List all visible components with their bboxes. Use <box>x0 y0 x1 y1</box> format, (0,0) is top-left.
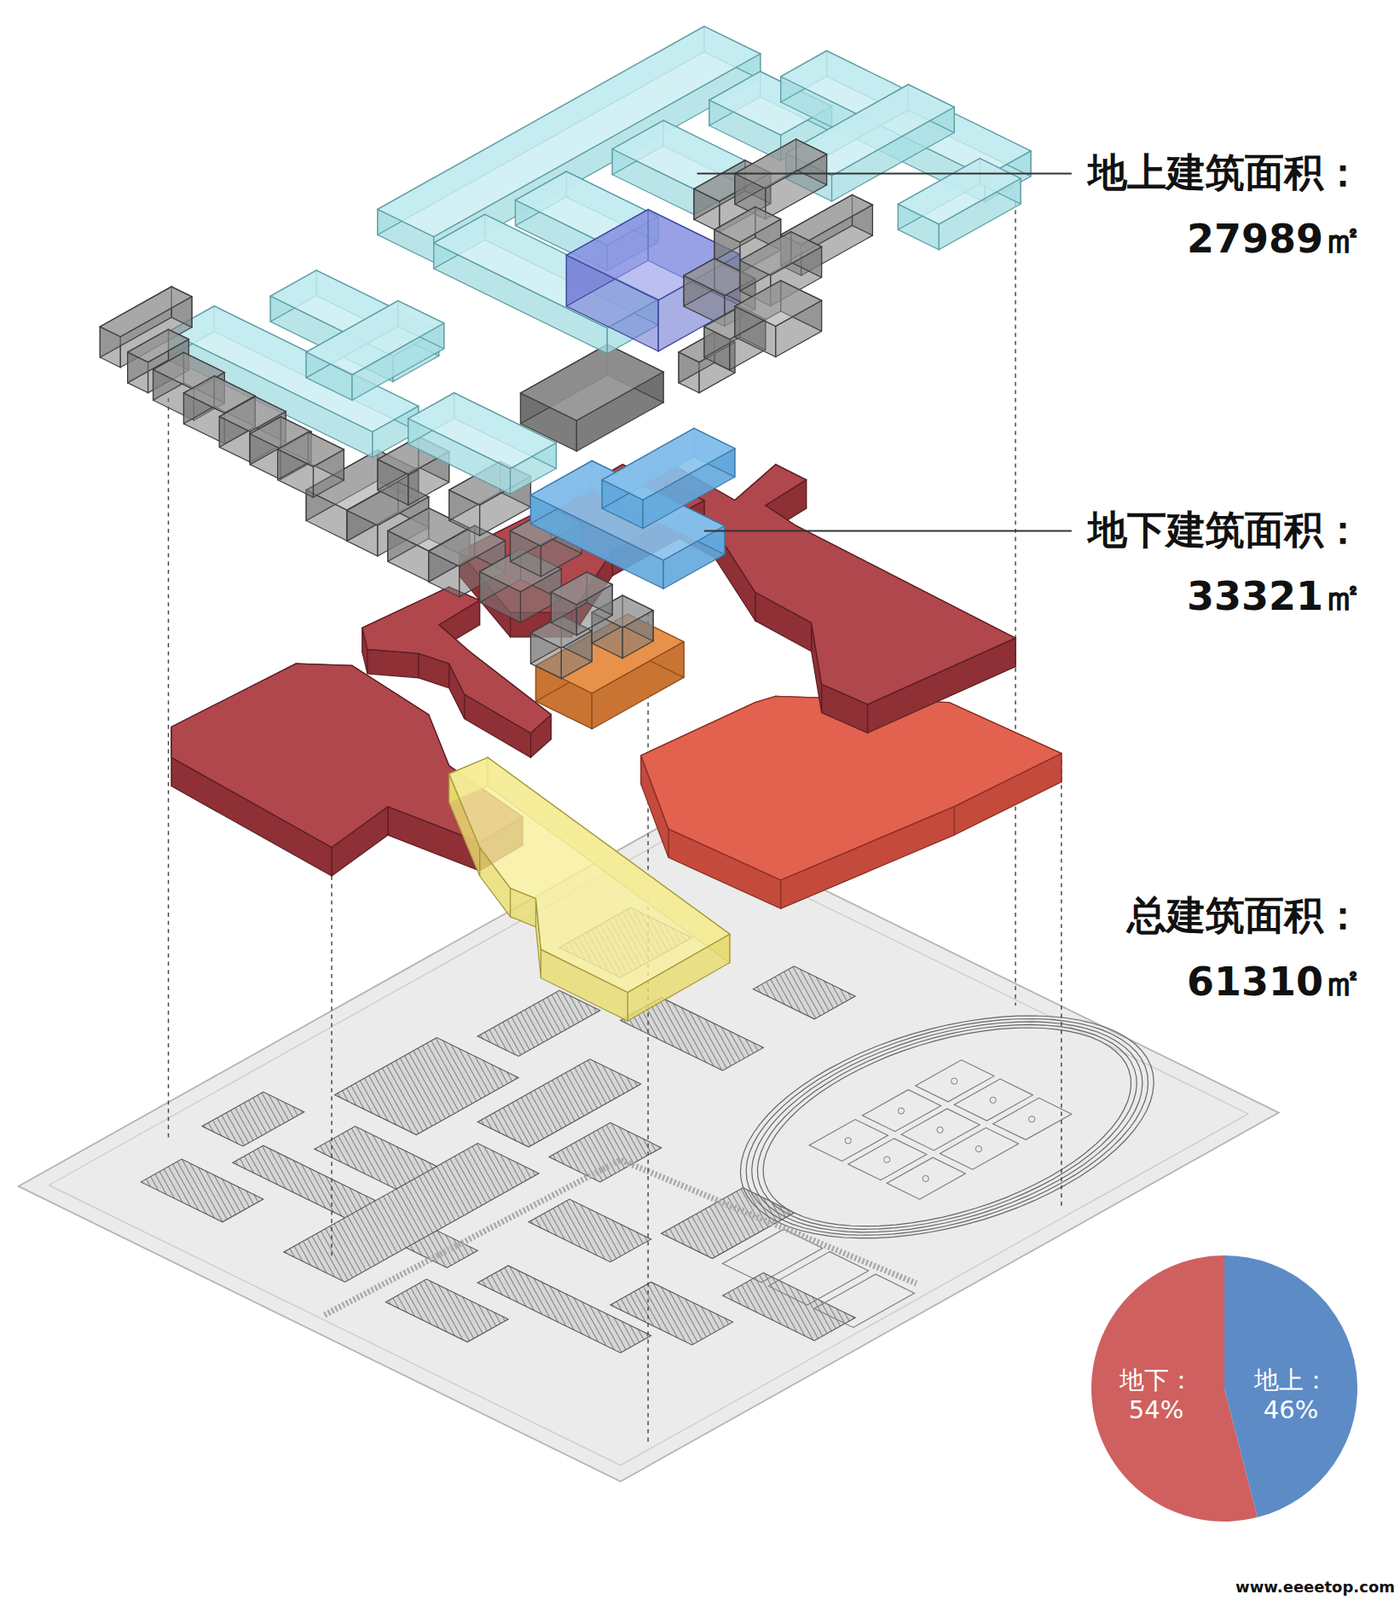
block-top <box>277 432 345 468</box>
sports-court <box>954 1078 1033 1121</box>
sports-court <box>809 1119 888 1162</box>
court-circle <box>989 1096 996 1103</box>
projection-line <box>330 859 332 1256</box>
area-value: 33321㎡ <box>1186 570 1363 624</box>
slice-label: 地上： 46% <box>1254 1365 1329 1425</box>
pie-slice-aboveground: 地上： 46% <box>1091 1255 1358 1522</box>
sports-court <box>939 1127 1019 1169</box>
area-title: 地下建筑面积： <box>1087 503 1363 557</box>
block-top <box>734 280 822 327</box>
block-top <box>734 138 828 189</box>
scene-group <box>18 26 1279 1481</box>
block-top <box>550 572 613 605</box>
court-circle <box>951 1077 958 1084</box>
block-top <box>601 428 735 500</box>
court-circle <box>975 1145 982 1152</box>
sports-court <box>886 1157 966 1199</box>
block-side <box>367 648 419 678</box>
block-top <box>99 286 192 337</box>
plan-building <box>549 1122 662 1182</box>
block-top <box>306 300 445 376</box>
court-circle <box>1029 1116 1036 1123</box>
sports-court <box>768 1251 868 1305</box>
sports-court <box>848 1138 927 1181</box>
running-track <box>763 1027 1131 1227</box>
slice-label: 地下： 54% <box>1119 1365 1194 1425</box>
plan-building <box>477 989 601 1056</box>
slice-shape <box>1224 1255 1358 1517</box>
sports-court <box>901 1108 980 1151</box>
plan-building <box>314 1126 438 1190</box>
plan-building <box>202 1091 305 1146</box>
leader-line <box>697 173 1072 175</box>
court-circle <box>922 1174 929 1181</box>
plan-building <box>477 1058 642 1147</box>
block-top <box>520 344 664 421</box>
projection-line <box>647 612 648 1445</box>
leader-line <box>704 529 1072 532</box>
block-top <box>897 158 1021 225</box>
projection-line <box>1060 760 1062 1210</box>
block-top <box>449 757 730 992</box>
projection-line <box>167 398 169 1139</box>
watermark: www.eeeetop.com <box>1235 1577 1395 1596</box>
sports-court <box>814 1273 915 1327</box>
projection-line <box>1014 193 1016 1006</box>
running-track <box>746 1018 1148 1235</box>
block-top <box>714 207 781 243</box>
plan-building <box>752 966 856 1019</box>
court-circle <box>844 1137 851 1144</box>
plan-building <box>722 1272 856 1341</box>
area-title: 地上建筑面积： <box>1087 146 1363 200</box>
area-title: 总建筑面积： <box>1127 889 1363 943</box>
running-track <box>752 1021 1143 1233</box>
sports-court <box>915 1059 995 1102</box>
block-top <box>740 231 822 276</box>
area-value: 27989㎡ <box>1186 213 1363 267</box>
court-circle <box>897 1107 904 1114</box>
court-circle <box>884 1156 891 1163</box>
sports-court <box>993 1097 1072 1140</box>
running-track <box>740 1015 1154 1239</box>
running-track <box>757 1023 1137 1229</box>
area-value: 61310㎡ <box>1186 955 1363 1009</box>
block-top <box>428 525 506 567</box>
site-path <box>324 1159 917 1315</box>
plan-building <box>610 1281 734 1345</box>
court-circle <box>937 1126 943 1133</box>
sports-court <box>861 1089 941 1132</box>
plan-building <box>528 1198 652 1262</box>
